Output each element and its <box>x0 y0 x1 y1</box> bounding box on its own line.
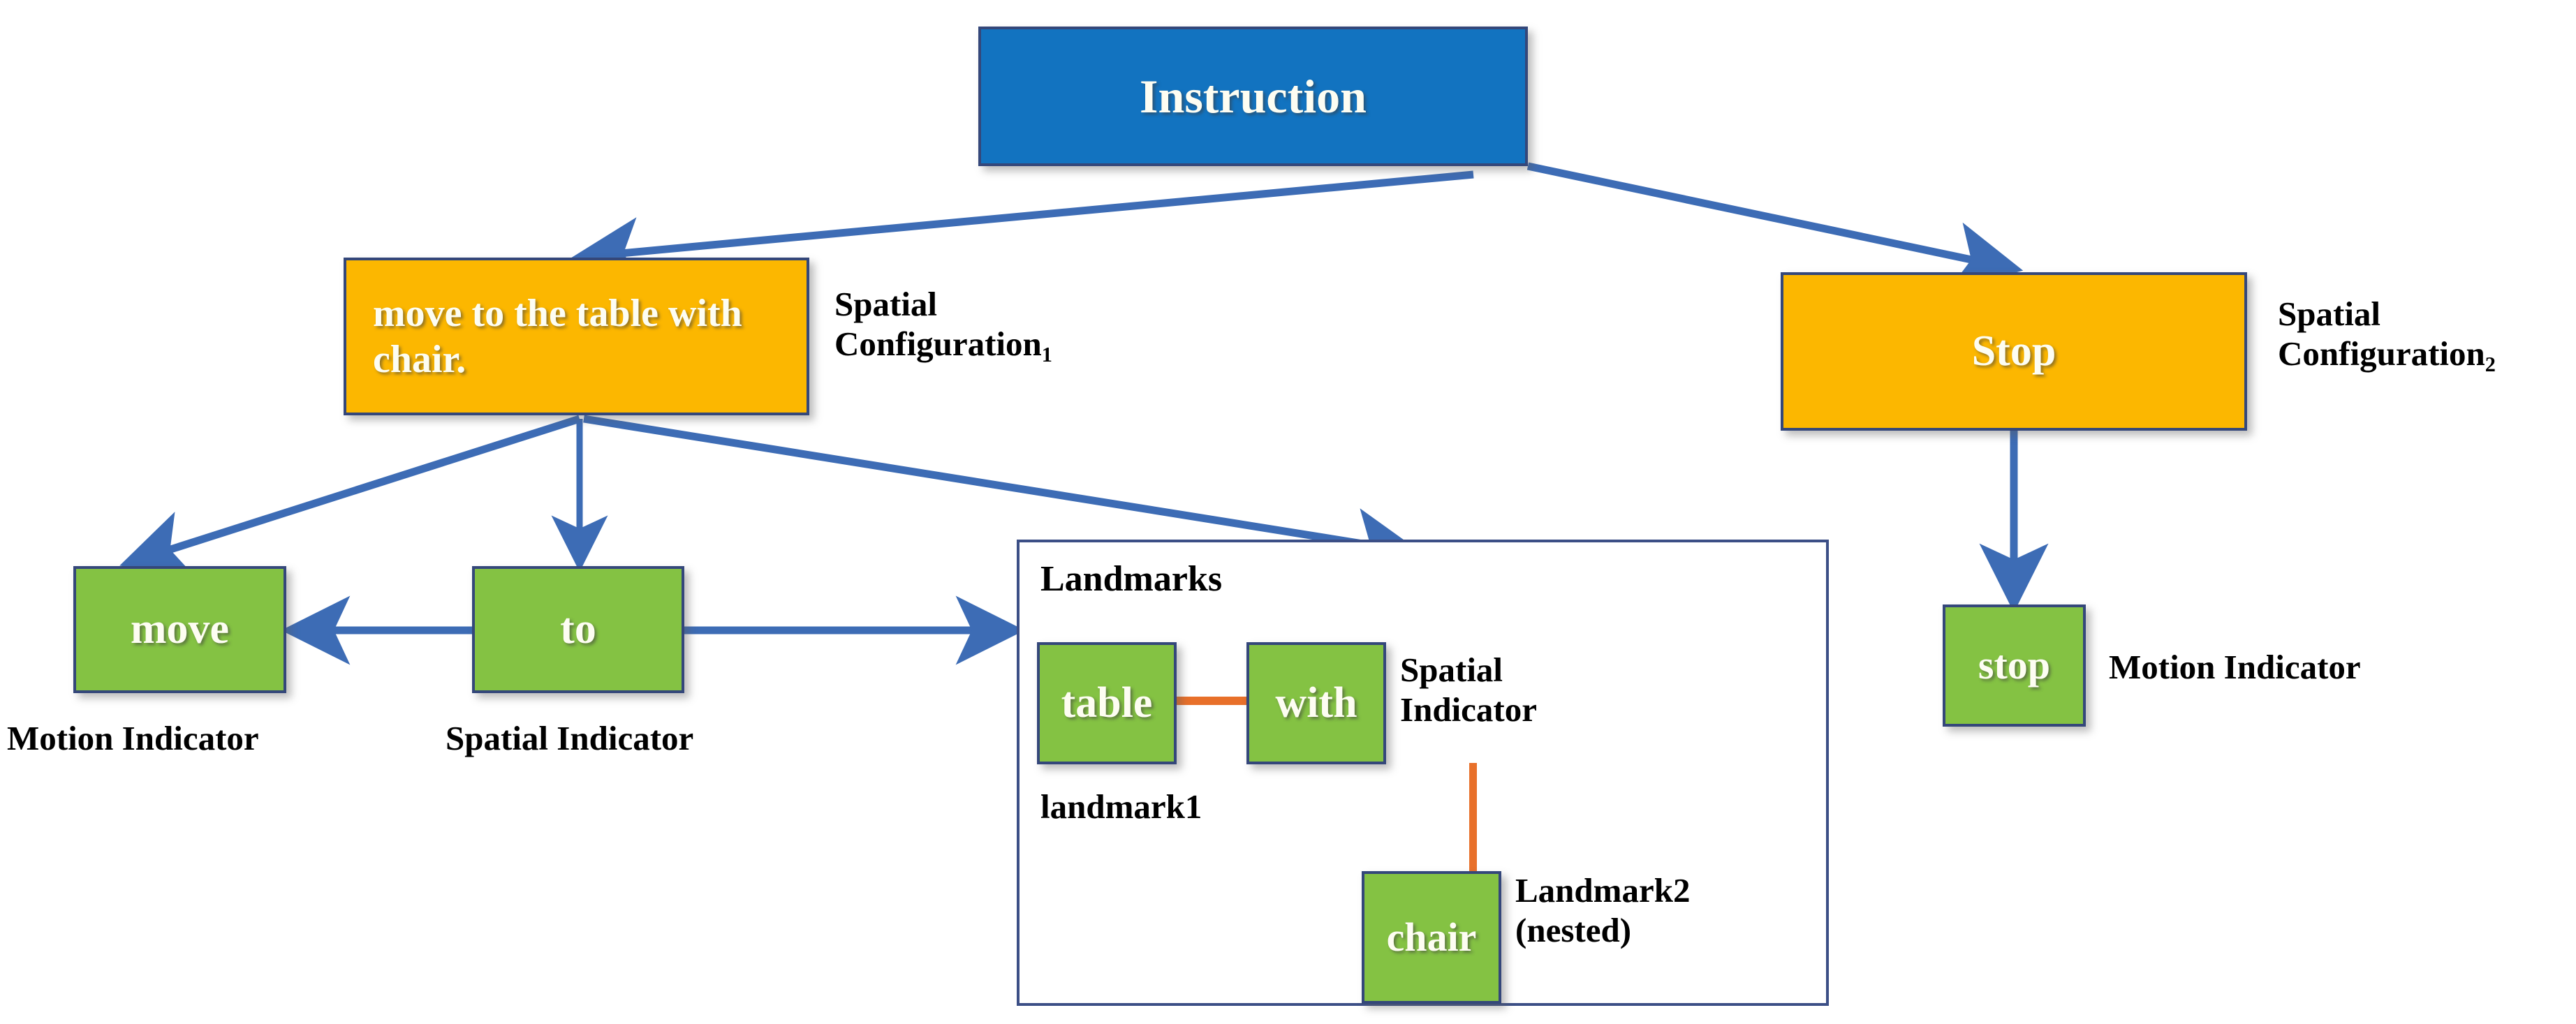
arrow-config1-to-landmarks <box>583 415 1423 577</box>
instruction-label: Instruction <box>1140 69 1367 123</box>
arrow-instruction-to-config1 <box>571 170 1474 286</box>
token-label-to: to <box>560 605 596 653</box>
arrow-config1-to-move <box>119 415 581 578</box>
arrow-instruction-to-config2 <box>1526 162 2024 290</box>
spatial-configuration-1-node[interactable]: move to the table with chair. <box>344 258 809 415</box>
spatial-configuration-1-caption-text: Spatial Configuration <box>834 285 1042 363</box>
landmark-node-table[interactable]: table <box>1037 642 1177 764</box>
link-with-chair <box>1469 763 1477 871</box>
landmark-node-chair[interactable]: chair <box>1362 871 1501 1004</box>
token-node-to[interactable]: to <box>472 566 684 693</box>
caption-with-spatial-indicator: Spatial Indicator <box>1400 651 1537 729</box>
caption-landmark1: landmark1 <box>1040 787 1202 826</box>
spatial-configuration-2-caption-subscript: 2 <box>2485 352 2496 376</box>
caption-to-spatial-indicator: Spatial Indicator <box>446 719 694 757</box>
landmarks-group-title: Landmarks <box>1040 559 1223 599</box>
spatial-configuration-2-label: Stop <box>1971 327 2056 375</box>
token-node-stop[interactable]: stop <box>1943 604 2086 727</box>
token-node-move[interactable]: move <box>73 566 286 693</box>
spatial-configuration-2-node[interactable]: Stop <box>1781 272 2247 431</box>
caption-landmark2-nested: Landmark2 (nested) <box>1515 871 1691 949</box>
spatial-configuration-1-caption: Spatial Configuration1 <box>834 285 1135 366</box>
landmark-node-with[interactable]: with <box>1246 642 1386 764</box>
landmark-label-chair: chair <box>1386 914 1477 960</box>
spatial-configuration-2-caption: Spatial Configuration2 <box>2278 295 2576 376</box>
token-label-move: move <box>130 605 230 653</box>
instruction-node[interactable]: Instruction <box>978 27 1528 166</box>
caption-move-motion-indicator: Motion Indicator <box>7 719 259 757</box>
spatial-configuration-1-caption-subscript: 1 <box>1041 342 1052 366</box>
spatial-configuration-1-label: move to the table with chair. <box>373 291 742 381</box>
landmark-label-with: with <box>1275 678 1357 727</box>
link-table-with <box>1176 697 1246 705</box>
spatial-configuration-2-caption-text: Spatial Configuration <box>2278 295 2485 373</box>
landmark-label-table: table <box>1061 678 1153 727</box>
caption-stop-motion-indicator: Motion Indicator <box>2109 648 2361 686</box>
token-label-stop: stop <box>1978 642 2051 688</box>
